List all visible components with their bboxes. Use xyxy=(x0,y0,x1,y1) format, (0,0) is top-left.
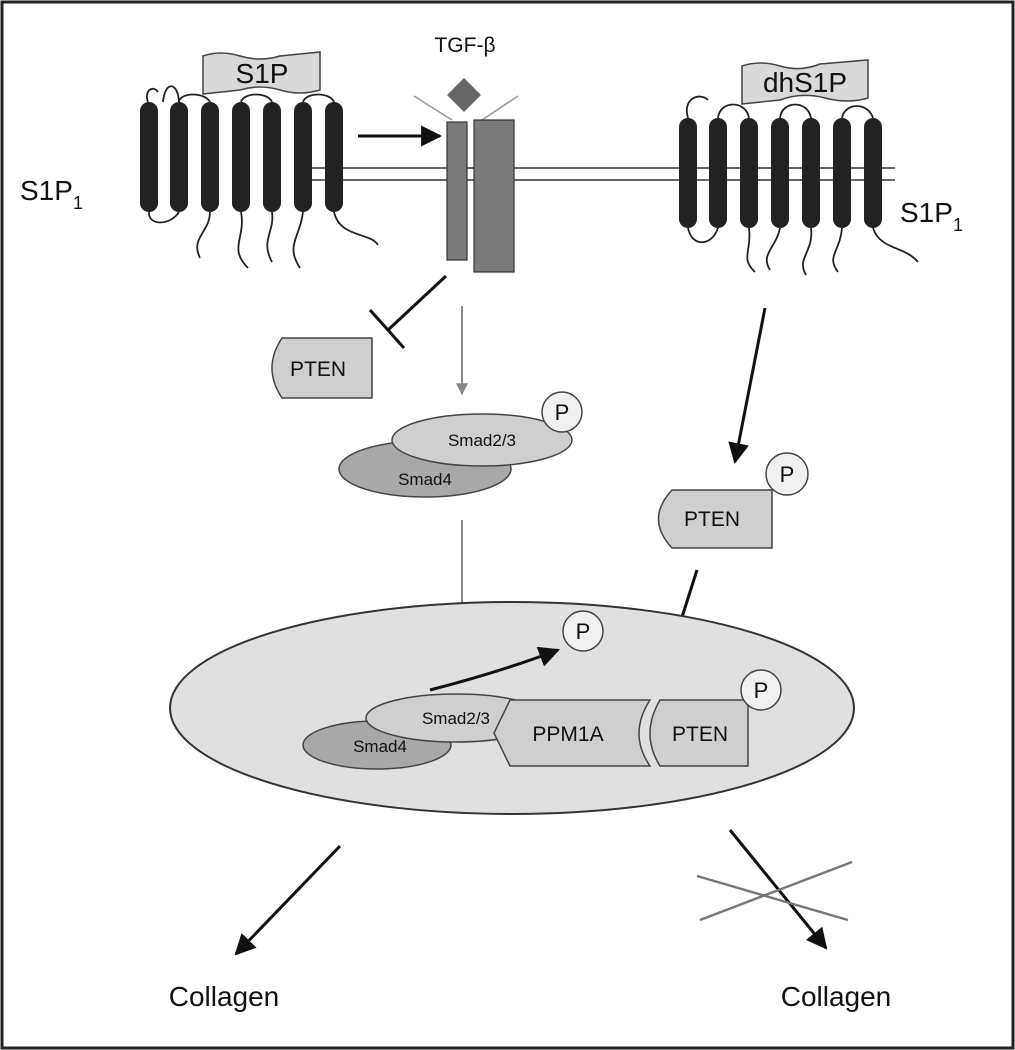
ppm1a-label: PPM1A xyxy=(532,723,603,746)
smad-complex-cytoplasm: Smad4 Smad2/3 P xyxy=(338,391,583,498)
s1p1-label-left: S1P1 xyxy=(20,175,83,213)
dhs1p-ligand-label: dhS1P xyxy=(763,67,847,98)
blocked-cross xyxy=(696,860,853,922)
smad4-nucleus-label: Smad4 xyxy=(353,737,407,756)
pten-inhibited: PTEN xyxy=(271,337,373,399)
smad4-cyto-label: Smad4 xyxy=(398,470,452,489)
dephosphorylation-arrow xyxy=(429,646,560,692)
ppm1a-pten-complex: PPM1A PTEN P xyxy=(493,669,782,767)
s1p1-receptor-right xyxy=(679,95,919,276)
phospho-p-pten-cyto: P xyxy=(780,462,795,487)
s1p-ligand-label: S1P xyxy=(236,58,289,89)
arrow-to-collagen-left xyxy=(234,844,342,956)
inhibition-bar-tgf-to-pten xyxy=(368,274,448,350)
s1p1-label-right: S1P1 xyxy=(900,197,963,235)
svg-text:S1P1: S1P1 xyxy=(900,197,963,235)
pten-nucleus-label: PTEN xyxy=(672,723,728,746)
pten-inhibited-label: PTEN xyxy=(290,358,346,381)
pten-cyto-label: PTEN xyxy=(684,508,740,531)
tgf-beta-label: TGF-β xyxy=(434,34,495,57)
phospho-p-released: P xyxy=(576,619,591,644)
dhs1p-ligand: dhS1P xyxy=(741,59,869,105)
phospho-p-smad-cyto: P xyxy=(555,400,570,425)
smad23-cyto-label: Smad2/3 xyxy=(448,431,516,450)
tgf-beta-receptor xyxy=(413,95,519,273)
released-phosphate: P xyxy=(562,610,604,652)
collagen-left-label: Collagen xyxy=(169,981,280,1012)
s1p-ligand: S1P xyxy=(202,51,321,95)
pten-phosphorylated-cytoplasm: PTEN P xyxy=(657,452,809,549)
activation-arrow-dhs1p-to-pten xyxy=(728,307,767,465)
phospho-p-pten-nucleus: P xyxy=(754,678,769,703)
smad-complex-nucleus: Smad4 Smad2/3 xyxy=(302,693,547,770)
cell-membrane xyxy=(310,167,895,181)
collagen-right-label: Collagen xyxy=(781,981,892,1012)
s1p1-receptor-left xyxy=(140,85,379,269)
smad23-nucleus-label: Smad2/3 xyxy=(422,709,490,728)
svg-text:S1P1: S1P1 xyxy=(20,175,83,213)
